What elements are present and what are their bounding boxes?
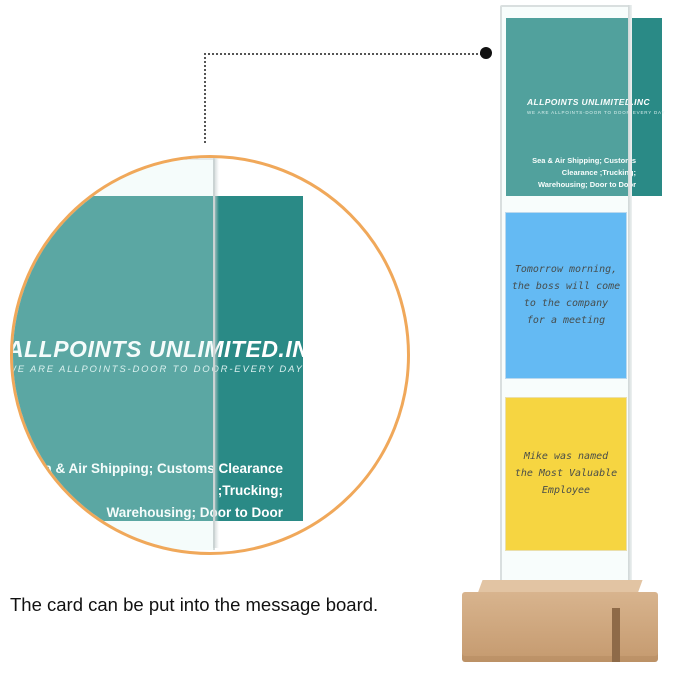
zoom-card-tagline: WE ARE ALLPOINTS-DOOR TO DOOR-EVERY DAY [10, 364, 304, 375]
yellow-note-text: Mike was named the Most Valuable Employe… [508, 448, 624, 499]
yellow-sticky-note [506, 398, 626, 550]
zoom-card-services: Sea & Air Shipping; Customs Clearance ;T… [13, 458, 283, 524]
green-card-services: Sea & Air Shipping; Customs Clearance ;T… [508, 155, 636, 191]
leader-line-horizontal [204, 53, 486, 55]
blue-note-text: Tomorrow morning, the boss will come to … [508, 261, 624, 329]
acrylic-panel [500, 5, 632, 642]
green-card-tagline: WE ARE ALLPOINTS-DOOR TO DOOR-EVERY DAY [527, 110, 666, 115]
wood-base [462, 592, 658, 662]
acrylic-panel-edge [628, 5, 632, 642]
zoom-card [13, 196, 303, 521]
caption: The card can be put into the message boa… [10, 594, 379, 615]
leader-dot [480, 47, 492, 59]
leader-line-vertical [204, 53, 206, 143]
yellow-note-line-1: Mike was named [523, 451, 609, 462]
blue-note-line-1: Tomorrow morning, [514, 264, 618, 275]
zoom-acrylic-panel [13, 158, 215, 550]
yellow-note-line-3: Employee [541, 485, 591, 496]
blue-note-line-4: for a meeting [526, 315, 606, 326]
zoom-services-line-2: Warehousing; Door to Door [106, 505, 283, 520]
blue-note-line-2: the boss will come [511, 281, 621, 292]
blue-note-line-3: to the company [523, 298, 609, 309]
green-business-card [506, 18, 662, 196]
zoom-services-line-1: Sea & Air Shipping; Customs Clearance ;T… [27, 461, 283, 498]
zoom-detail-circle: ALLPOINTS UNLIMITED.INC WE ARE ALLPOINTS… [10, 155, 410, 555]
zoom-card-logo: ALLPOINTS UNLIMITED.INC [10, 336, 327, 362]
green-card-logo: ALLPOINTS UNLIMITED.INC [527, 97, 650, 107]
blue-sticky-note [506, 213, 626, 378]
green-card-services-line-2: Warehousing; Door to Door [537, 180, 636, 189]
zoom-acrylic-edge [213, 158, 219, 548]
wood-base-slot [612, 608, 620, 662]
yellow-note-line-2: the Most Valuable [514, 468, 618, 479]
green-card-services-line-1: Sea & Air Shipping; Customs Clearance ;T… [532, 156, 636, 177]
